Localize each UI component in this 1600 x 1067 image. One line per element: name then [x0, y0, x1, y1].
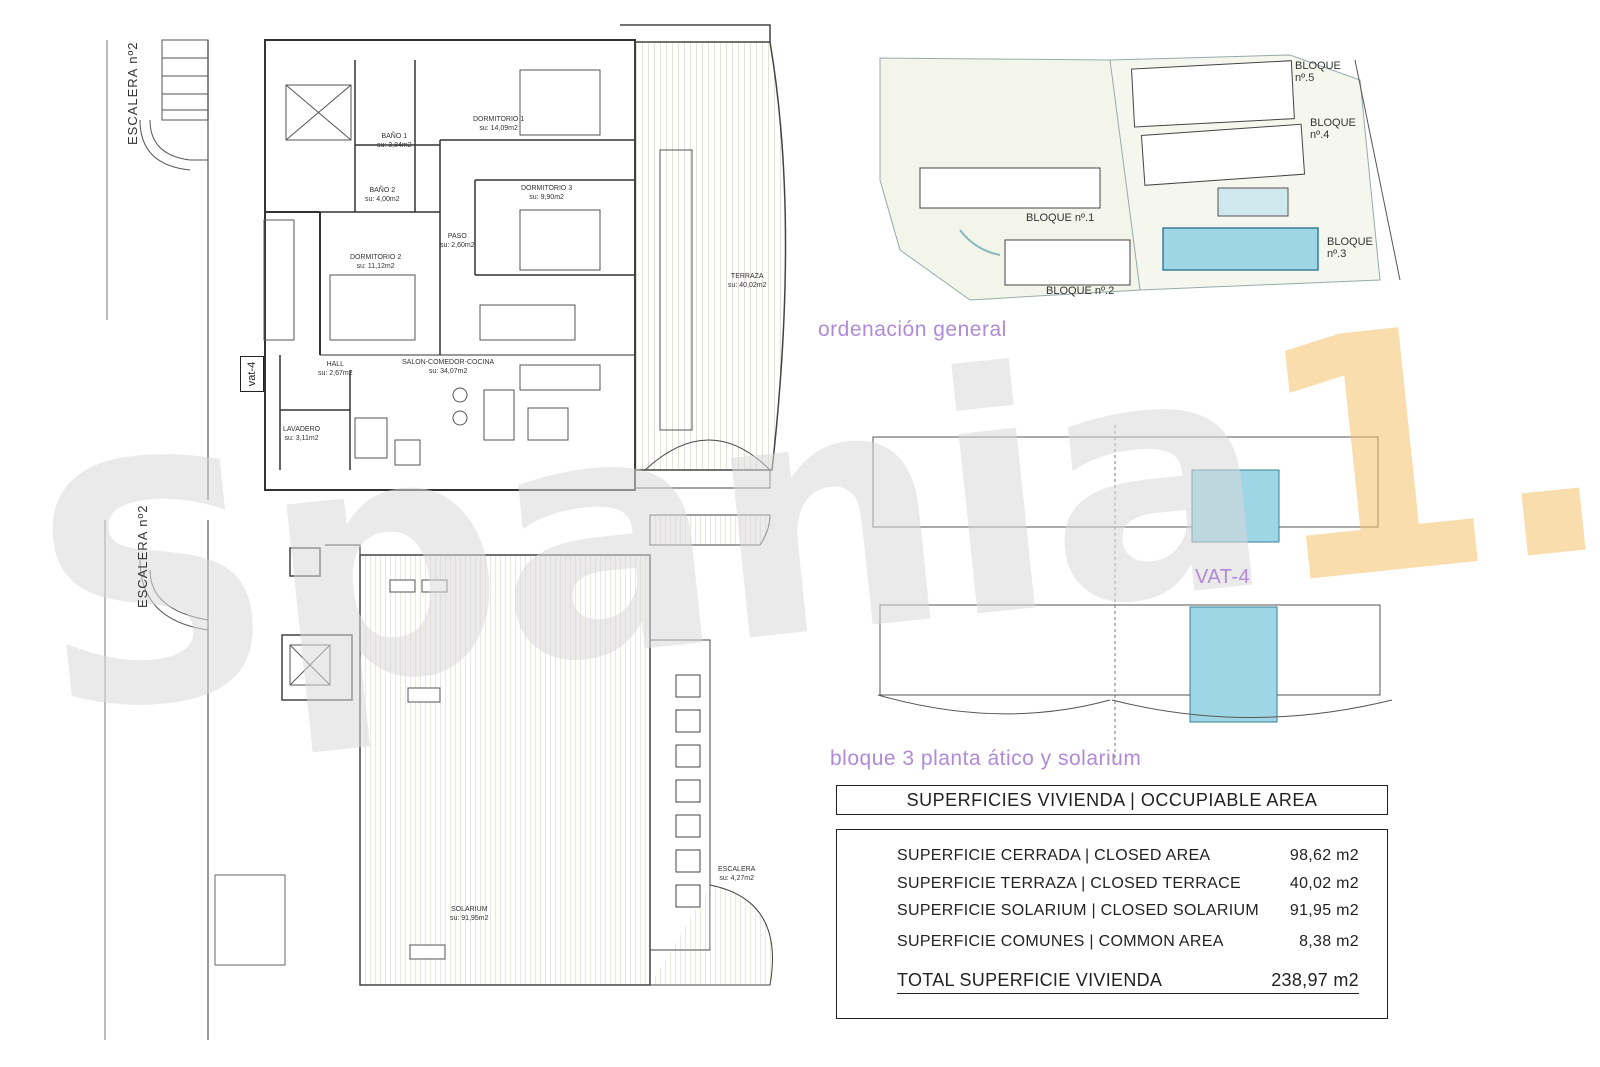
furniture — [263, 69, 601, 466]
area-row-value: 40,02 m2 — [1289, 875, 1359, 892]
area-total-label: TOTAL SUPERFICIE VIVIENDA — [897, 970, 1163, 990]
area-row-label: SUPERFICIE CERRADA | CLOSED AREA — [897, 847, 1211, 864]
bloque-4-label: BLOQUE nº.4 — [1310, 117, 1356, 141]
bloque-3-label: BLOQUE nº.3 — [1327, 236, 1373, 260]
atico-drawing — [872, 425, 1393, 760]
area-row: SUPERFICIE SOLARIUM | CLOSED SOLARIUM 91… — [897, 902, 1359, 920]
area-row-label: SUPERFICIE COMUNES | COMMON AREA — [897, 933, 1224, 950]
area-total-row: TOTAL SUPERFICIE VIVIENDA 238,97 m2 — [897, 970, 1359, 994]
stair-label-bottom: ESCALERA nº2 — [135, 504, 150, 608]
stair-top-drawing — [139, 39, 209, 171]
stair-label-top: ESCALERA nº2 — [125, 41, 140, 145]
vat-label: VAT-4 — [1195, 566, 1251, 588]
area-row-value: 91,95 m2 — [1289, 902, 1359, 919]
bloque-1-label: BLOQUE nº.1 — [1026, 212, 1095, 224]
area-row-label: SUPERFICIE TERRAZA | CLOSED TERRACE — [897, 875, 1241, 892]
elevation-caption: bloque 3 planta ático y solarium — [830, 747, 1142, 770]
area-row: SUPERFICIE COMUNES | COMMON AREA 8,38 m2 — [897, 933, 1359, 951]
apartment-plan — [264, 39, 636, 491]
terraza-top — [620, 24, 787, 471]
vat-tag-text: vat-4 — [246, 361, 258, 387]
site-plan-caption: ordenación general — [818, 318, 1007, 341]
area-row: SUPERFICIE CERRADA | CLOSED AREA 98,62 m… — [897, 847, 1359, 865]
area-row-value: 98,62 m2 — [1289, 847, 1359, 864]
area-total-value: 238,97 m2 — [1271, 970, 1359, 990]
stair-bottom-drawing — [139, 559, 209, 631]
planters — [675, 674, 701, 908]
area-row-label: SUPERFICIE SOLARIUM | CLOSED SOLARIUM — [897, 902, 1259, 919]
solarium-plan — [214, 514, 773, 986]
vat-tag: vat-4 — [240, 356, 264, 392]
site-plan-drawing — [879, 54, 1401, 301]
area-row: SUPERFICIE TERRAZA | CLOSED TERRACE 40,0… — [897, 875, 1359, 893]
area-row-value: 8,38 m2 — [1299, 933, 1359, 950]
bloque-5-label: BLOQUE nº.5 — [1295, 60, 1341, 84]
areas-header: SUPERFICIES VIVIENDA | OCCUPIABLE AREA — [836, 785, 1388, 815]
bloque-2-label: BLOQUE nº.2 — [1046, 285, 1115, 297]
areas-table: SUPERFICIE CERRADA | CLOSED AREA 98,62 m… — [836, 829, 1388, 1019]
